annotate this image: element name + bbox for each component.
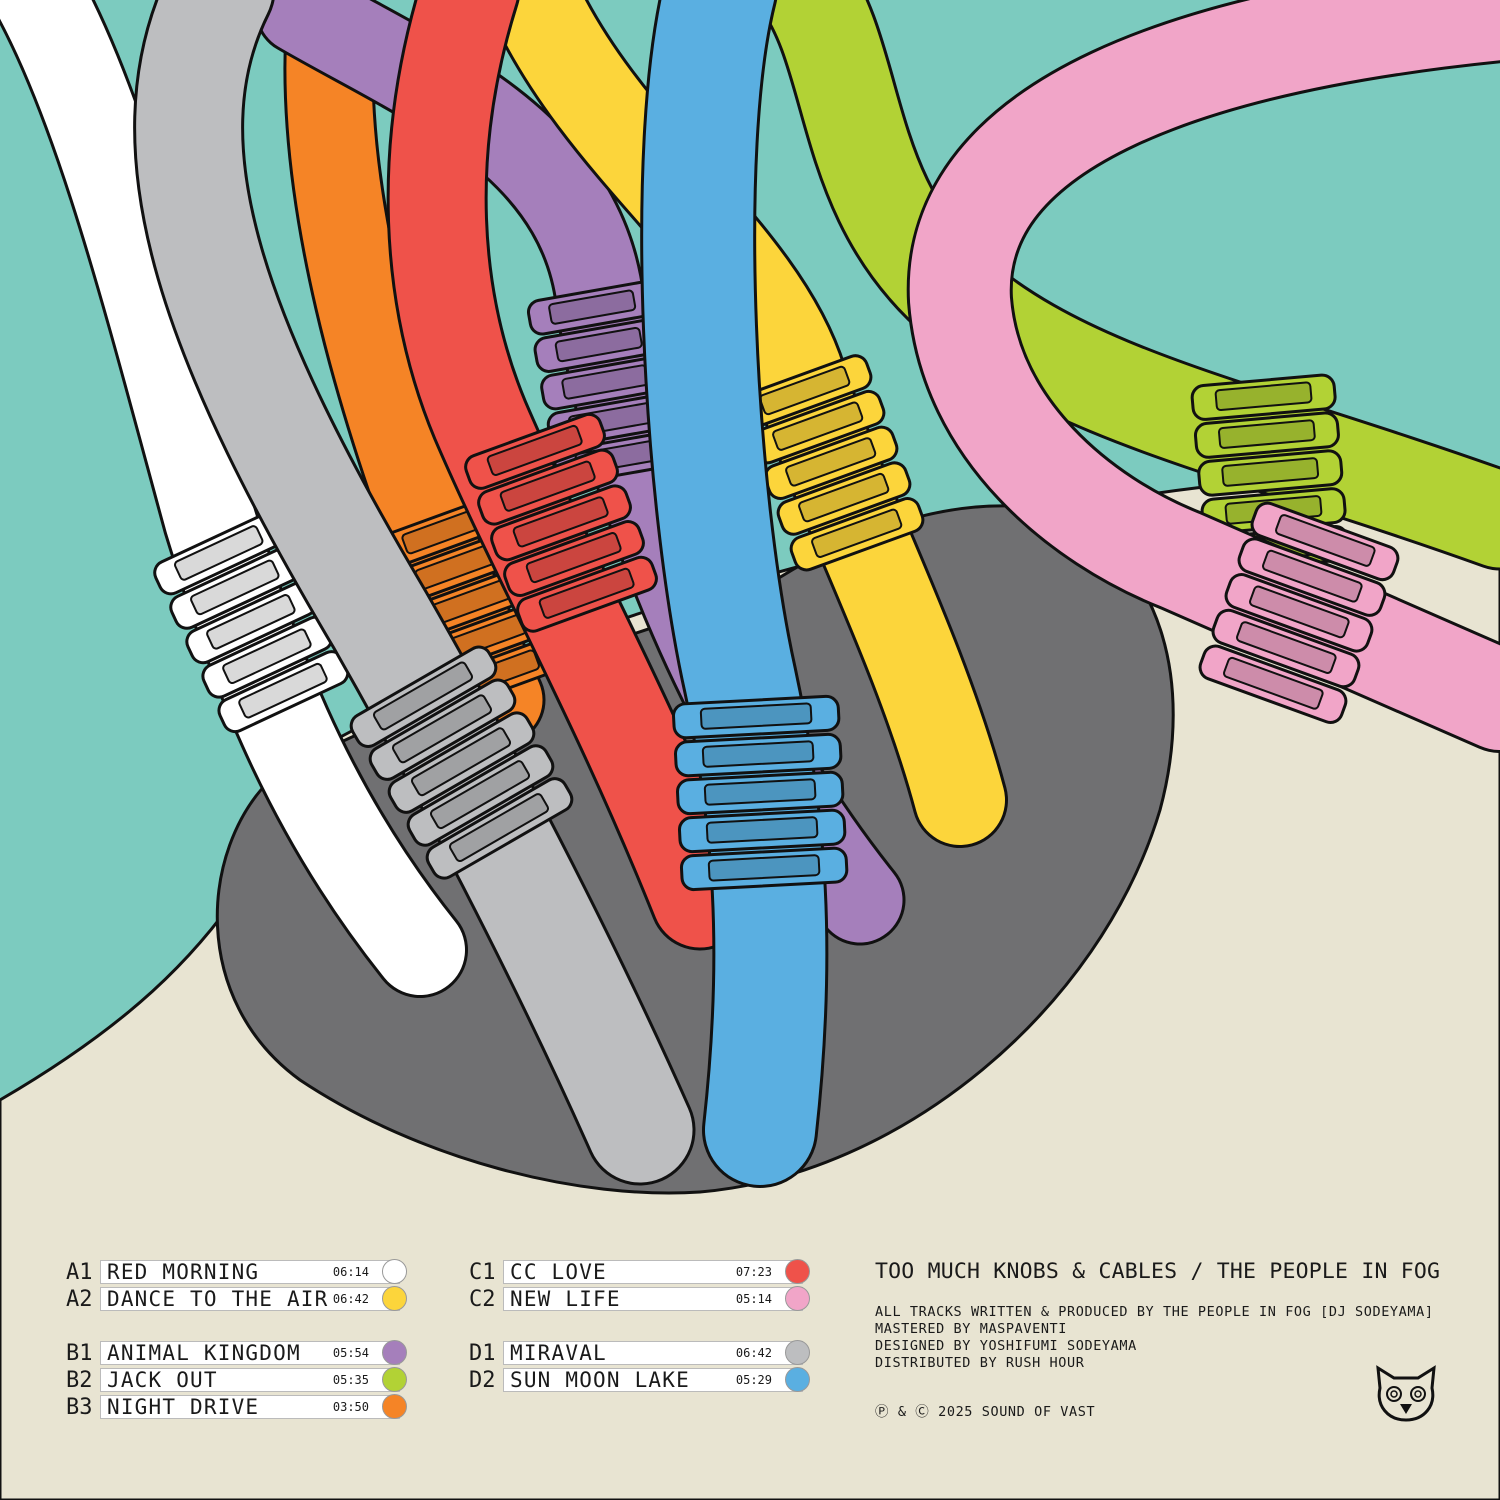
owl-logo-icon (1376, 1365, 1436, 1422)
track-time: 05:14 (735, 1292, 772, 1306)
track-name: SUN MOON LAKE (510, 1368, 690, 1392)
track-code: B3 (66, 1394, 93, 1420)
track-code: A1 (66, 1259, 93, 1285)
track-name: MIRAVAL (510, 1341, 607, 1365)
copyright: Ⓟ & Ⓒ 2025 SOUND OF VAST (875, 1404, 1096, 1420)
blue-cable (640, 0, 849, 1188)
album-title: TOO MUCH KNOBS & CABLES / THE PEOPLE IN … (875, 1259, 1441, 1284)
blue-plug (672, 694, 849, 892)
track-code: A2 (66, 1286, 93, 1312)
track-time: 06:42 (735, 1346, 772, 1360)
track-time: 03:50 (332, 1400, 369, 1414)
track-color-dot (382, 1367, 407, 1392)
track-code: C1 (469, 1259, 496, 1285)
track-name: NIGHT DRIVE (107, 1395, 260, 1419)
track-color-dot (785, 1286, 810, 1311)
pink-cable (906, 0, 1500, 753)
track-color-dot (785, 1340, 810, 1365)
grey-cable (133, 0, 696, 1186)
track-name: RED MORNING (107, 1260, 260, 1284)
track-row[interactable]: A1 RED MORNING 06:14 (66, 1259, 407, 1285)
track-row[interactable]: D2 SUN MOON LAKE 05:29 (469, 1367, 810, 1393)
track-code: B2 (66, 1367, 93, 1393)
track-time: 06:14 (332, 1265, 369, 1279)
track-row[interactable]: B3 NIGHT DRIVE 03:50 (66, 1394, 407, 1420)
credit-line: DISTRIBUTED BY RUSH HOUR (875, 1355, 1085, 1371)
white-plug (153, 512, 350, 734)
track-row[interactable]: B2 JACK OUT 05:35 (66, 1367, 407, 1393)
track-color-dot (382, 1394, 407, 1419)
red-cable (386, 0, 751, 951)
track-time: 07:23 (735, 1265, 772, 1279)
white-cable (0, 0, 468, 998)
track-time: 05:54 (332, 1346, 369, 1360)
track-code: D2 (469, 1367, 496, 1393)
track-name: NEW LIFE (510, 1287, 621, 1311)
credit-line: ALL TRACKS WRITTEN & PRODUCED BY THE PEO… (875, 1304, 1434, 1320)
track-color-dot (382, 1286, 407, 1311)
track-name: DANCE TO THE AIR (107, 1287, 329, 1311)
track-color-dot (785, 1367, 810, 1392)
track-time: 06:42 (332, 1292, 369, 1306)
yellow-cable (483, 0, 1008, 848)
credit-line: DESIGNED BY YOSHIFUMI SODEYAMA (875, 1338, 1137, 1354)
credits: ALL TRACKS WRITTEN & PRODUCED BY THE PEO… (875, 1304, 1440, 1372)
yellow-plug (737, 354, 925, 572)
track-row[interactable]: D1 MIRAVAL 06:42 (469, 1340, 810, 1366)
track-color-dot (382, 1259, 407, 1284)
track-code: C2 (469, 1286, 496, 1312)
track-name: CC LOVE (510, 1260, 607, 1284)
track-time: 05:35 (332, 1373, 369, 1387)
track-row[interactable]: C2 NEW LIFE 05:14 (469, 1286, 810, 1312)
track-code: D1 (469, 1340, 496, 1366)
track-row[interactable]: B1 ANIMAL KINGDOM 05:54 (66, 1340, 407, 1366)
pink-plug (1198, 501, 1400, 724)
track-name: ANIMAL KINGDOM (107, 1341, 301, 1365)
track-color-dot (785, 1259, 810, 1284)
track-name: JACK OUT (107, 1368, 218, 1392)
grey-plug (349, 645, 574, 880)
track-color-dot (382, 1340, 407, 1365)
track-code: B1 (66, 1340, 93, 1366)
red-plug (464, 412, 658, 633)
track-time: 05:29 (735, 1373, 772, 1387)
credit-line: MASTERED BY MASPAVENTI (875, 1321, 1068, 1337)
album-info: TOO MUCH KNOBS & CABLES / THE PEOPLE IN … (875, 1259, 1440, 1420)
track-row[interactable]: C1 CC LOVE 07:23 (469, 1259, 810, 1285)
